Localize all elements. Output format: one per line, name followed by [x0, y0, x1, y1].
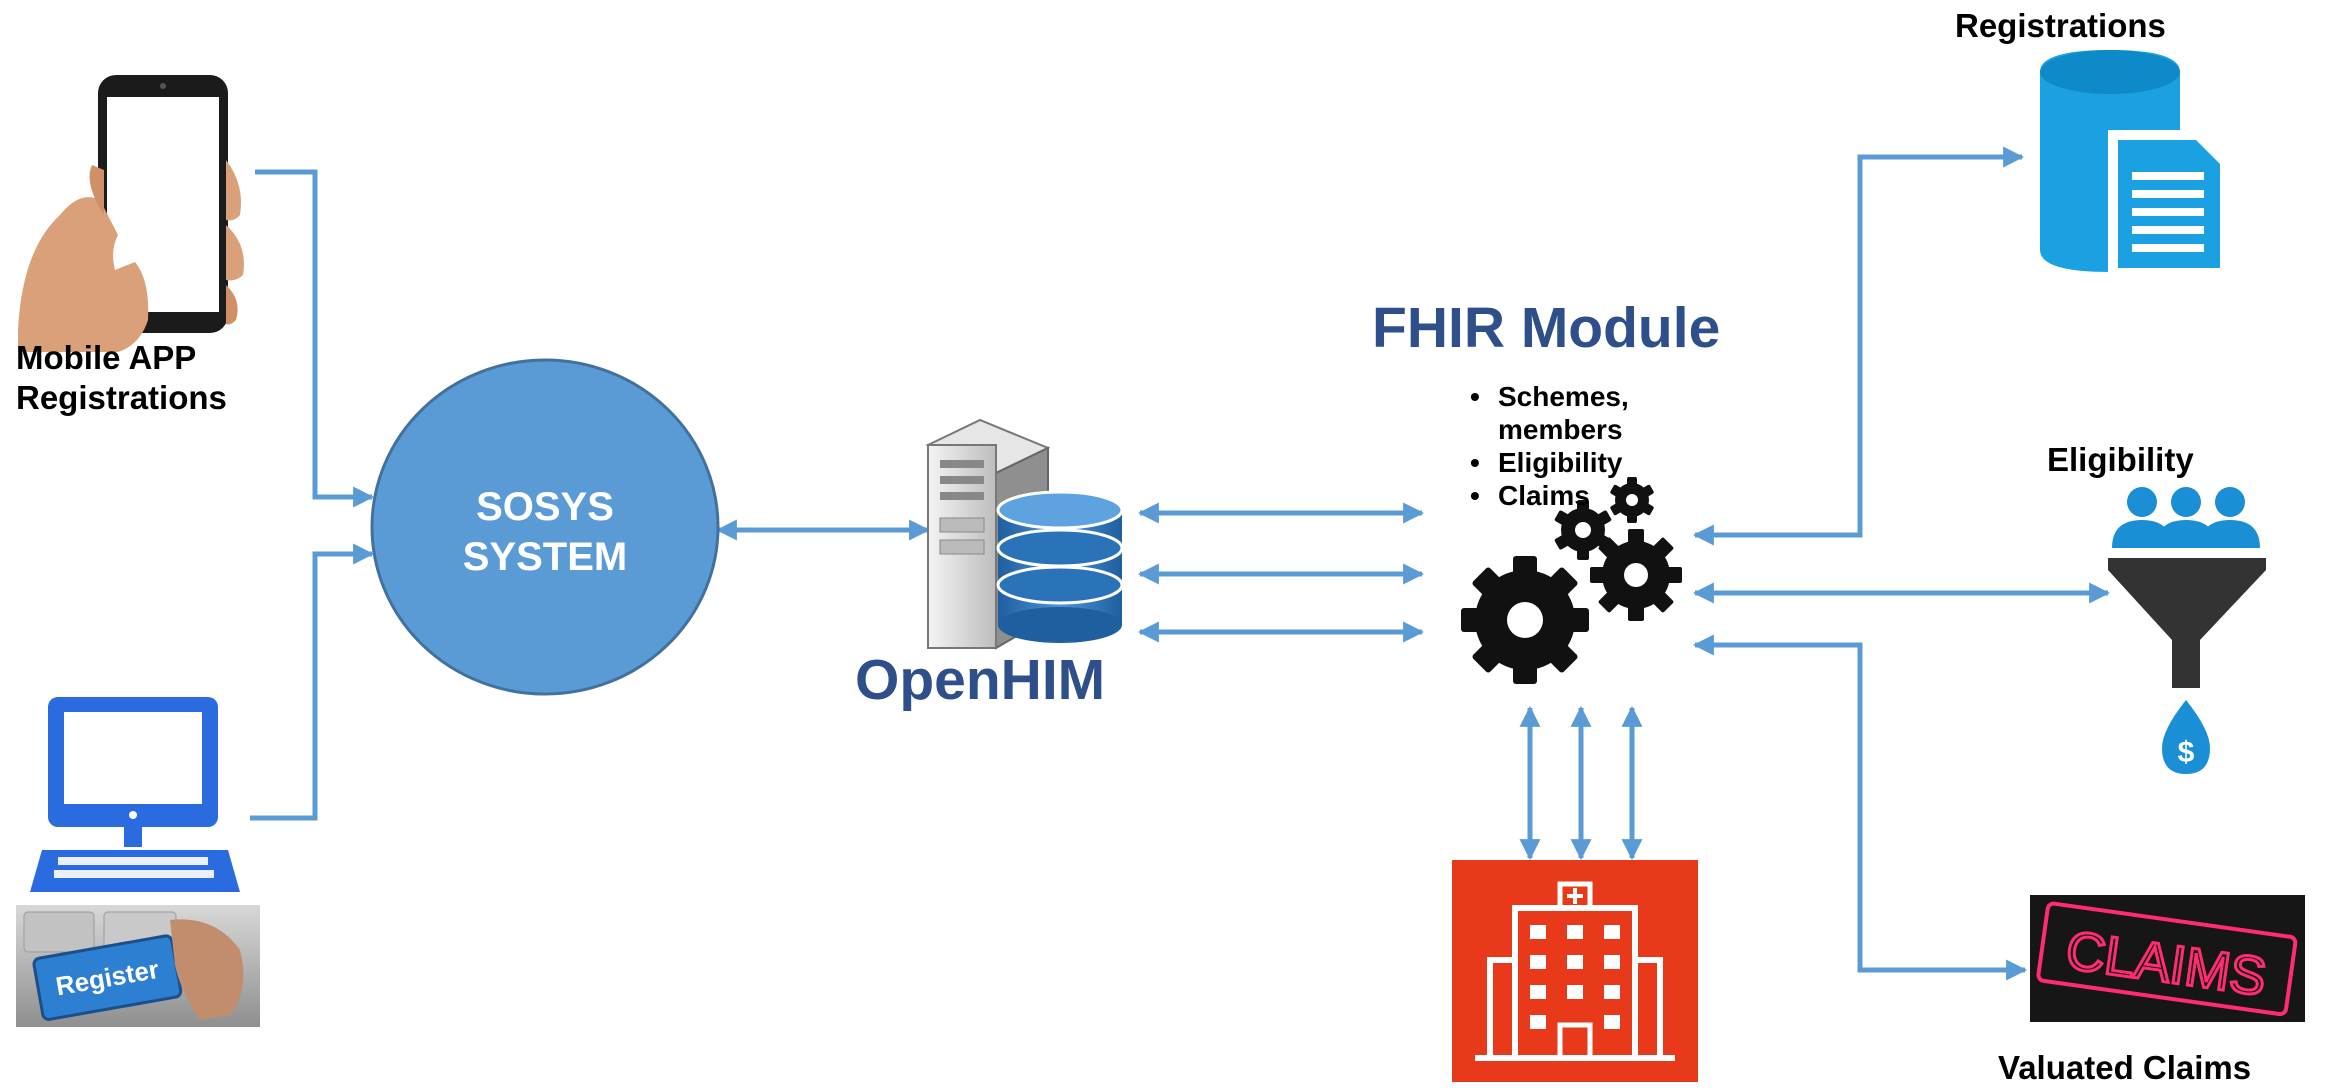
sosys-label-line2: SYSTEM	[462, 535, 628, 579]
fhir-module-title: FHIR Module	[1372, 296, 1721, 360]
arrow-desktop-to-sosys	[250, 543, 375, 821]
server-database-icon	[925, 418, 1124, 650]
fhir-bullet-item: Claims	[1462, 479, 1692, 512]
openhim-label: OpenHIM	[855, 648, 1106, 712]
users-funnel-icon: $	[2108, 487, 2266, 774]
database-document-icon	[2040, 50, 2230, 278]
fhir-bullet-item: Eligibility	[1462, 446, 1692, 479]
mobile-app-label-line1: Mobile APP	[16, 339, 197, 376]
fhir-bullet-item-continued: members	[1498, 414, 1623, 445]
sosys-label-line1: SOSYS	[476, 485, 614, 529]
registrations-label: Registrations	[1955, 7, 2166, 44]
arrow-fhir-registrations	[1692, 146, 2025, 546]
svg-text:$: $	[2178, 736, 2195, 769]
sosys-ellipse	[370, 358, 720, 696]
sosys-label: SOSYS SYSTEM	[372, 482, 718, 582]
claims-neon-sign-icon: CLAIMS	[2030, 895, 2305, 1022]
eligibility-label: Eligibility	[2047, 441, 2194, 478]
valuated-claims-label: Valuated Claims	[1998, 1049, 2252, 1086]
hospital-icon	[1452, 860, 1698, 1082]
arrow-fhir-claims	[1692, 634, 2028, 981]
desktop-computer-icon	[30, 697, 240, 892]
arrow-mobile-to-sosys	[255, 169, 375, 508]
mobile-app-label: Mobile APP Registrations	[16, 338, 227, 418]
gears-icon	[1461, 477, 1682, 684]
register-key-icon: Register	[16, 905, 260, 1027]
fhir-bullet-list: Schemes, members Eligibility Claims	[1462, 380, 1692, 512]
connectors	[250, 146, 2111, 981]
fhir-bullet-item: Schemes,	[1462, 380, 1692, 413]
smartphone-icon	[18, 75, 244, 352]
mobile-app-label-line2: Registrations	[16, 379, 227, 416]
